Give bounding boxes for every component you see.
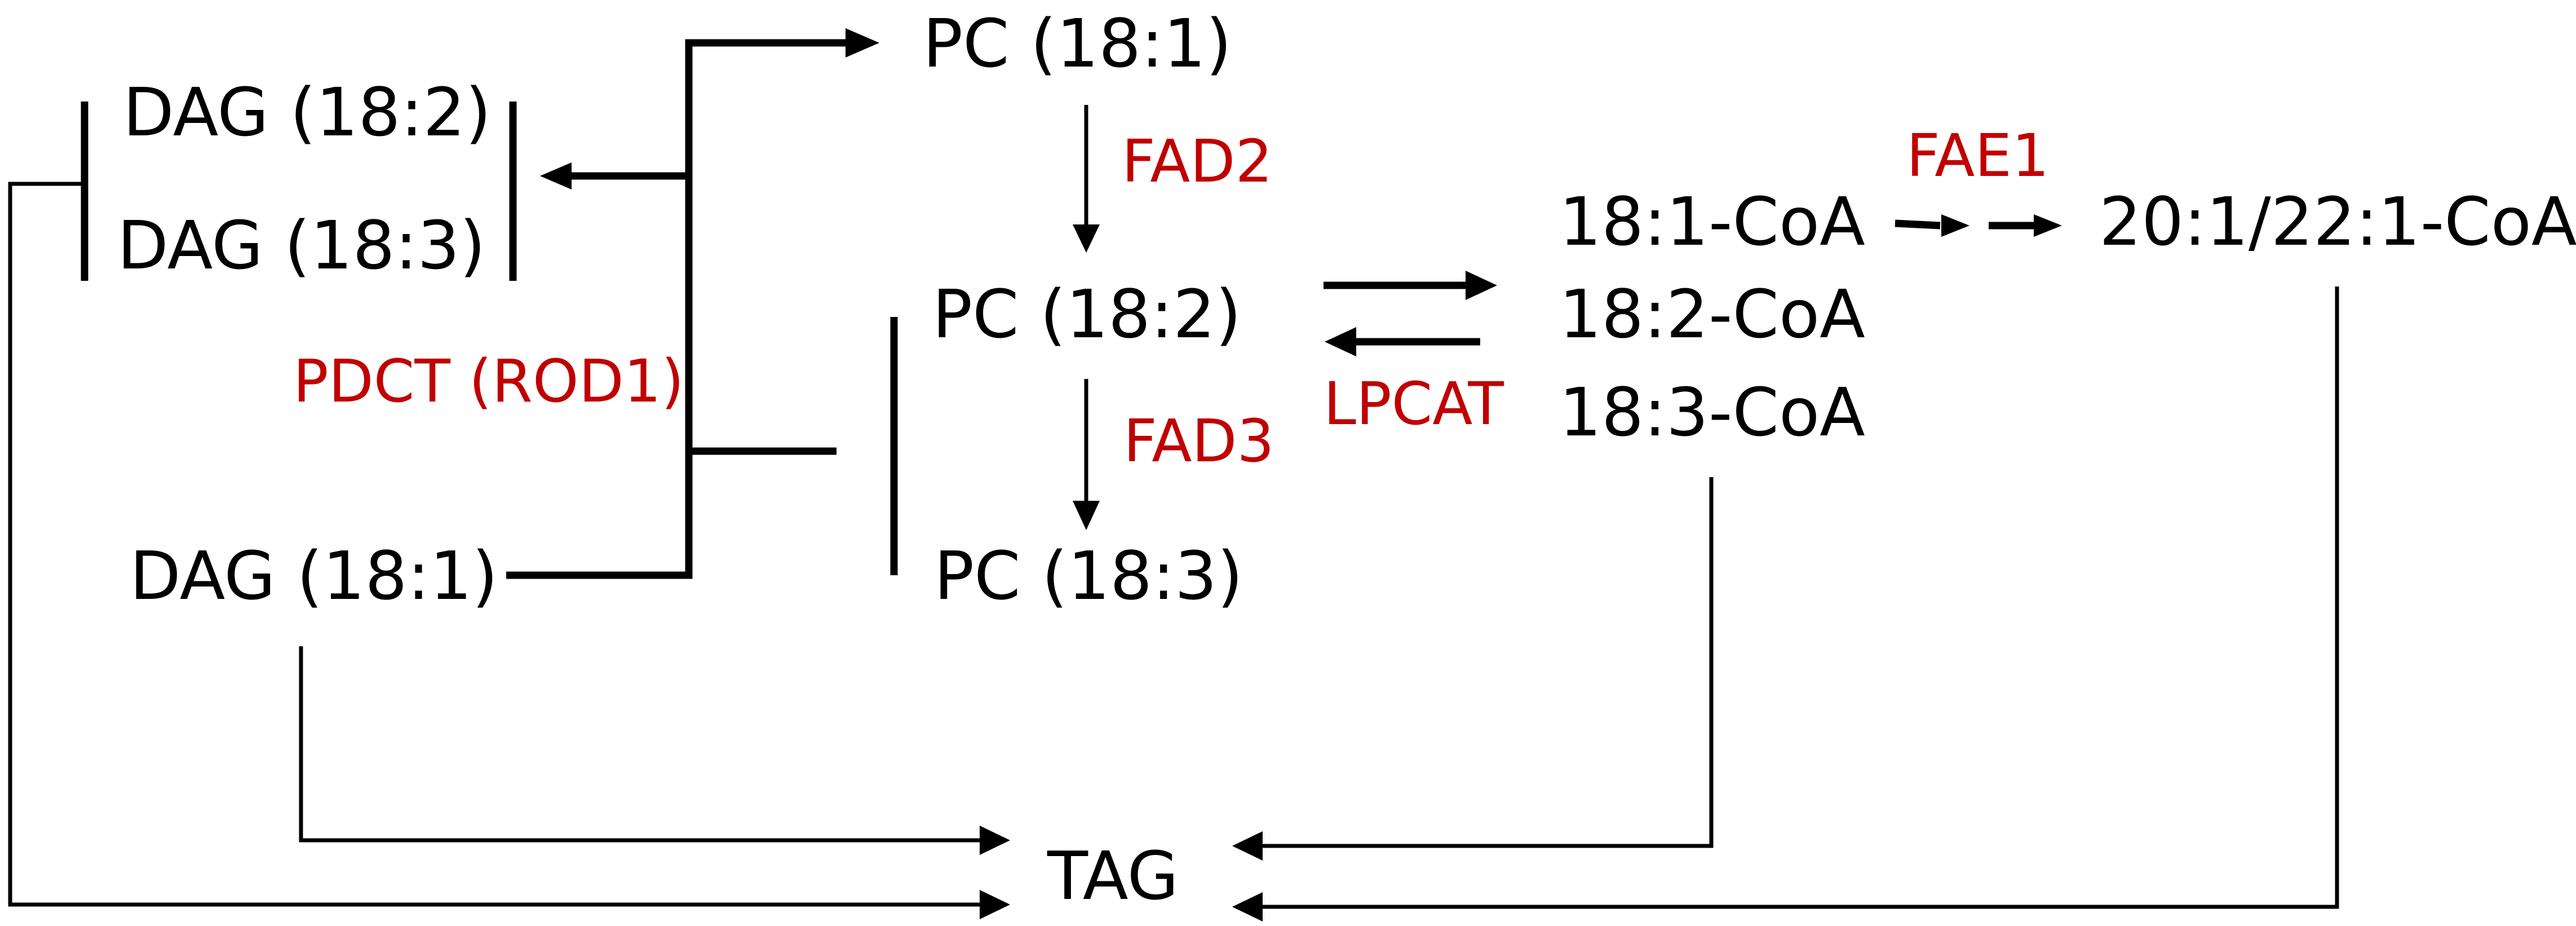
arrow-fae1-segment-1: [1895, 219, 1941, 230]
route-dag-pair-to-tag: [8, 182, 981, 907]
node-pc-18-2: PC (18:2): [932, 275, 1241, 353]
arrowhead-fad2: [1073, 224, 1100, 253]
enzyme-fad3: FAD3: [1123, 407, 1274, 475]
node-coa-20-22: 20:1/22:1-CoA: [2099, 183, 2576, 261]
route-coa-pool-to-tag: [1263, 477, 1714, 848]
node-dag-18-2: DAG (18:2): [123, 73, 491, 151]
arrowhead-fae1-2: [2034, 214, 2062, 237]
enzyme-pdct: PDCT (ROD1): [293, 347, 684, 416]
enzyme-fad2: FAD2: [1122, 127, 1273, 196]
node-pc-18-1: PC (18:1): [923, 5, 1232, 82]
enzyme-lpcat: LPCAT: [1324, 369, 1504, 438]
arrowhead-fad3: [1073, 501, 1100, 530]
arrowhead-coa-pool-to-tag: [1232, 831, 1263, 861]
node-coa-18-1: 18:1-CoA: [1559, 183, 1865, 261]
node-coa-18-2: 18:2-CoA: [1559, 275, 1865, 353]
arrowhead-lpcat-reverse: [1325, 327, 1356, 356]
node-dag-18-1: DAG (18:1): [130, 537, 498, 615]
arrowhead-fae1-1: [1941, 214, 1969, 237]
arrowhead-to-dag-pair: [540, 162, 572, 189]
connector-dag181-to-trunk: [506, 39, 847, 579]
node-coa-18-3: 18:3-CoA: [1559, 373, 1865, 451]
arrowhead-to-pc-18-1: [846, 28, 879, 58]
route-dag181-to-tag: [299, 646, 981, 843]
node-pc-18-3: PC (18:3): [934, 537, 1243, 615]
arrowhead-dag181-to-tag: [980, 826, 1010, 855]
arrowhead-dag-pair-to-tag: [980, 890, 1010, 919]
node-tag: TAG: [1047, 837, 1179, 915]
arrowhead-vlcfa-to-tag: [1232, 892, 1263, 921]
route-vlcfa-to-tag: [1263, 286, 2339, 909]
enzyme-fae1: FAE1: [1906, 121, 2049, 190]
node-dag-18-3: DAG (18:3): [117, 206, 485, 284]
arrowhead-lpcat-forward: [1466, 271, 1497, 300]
